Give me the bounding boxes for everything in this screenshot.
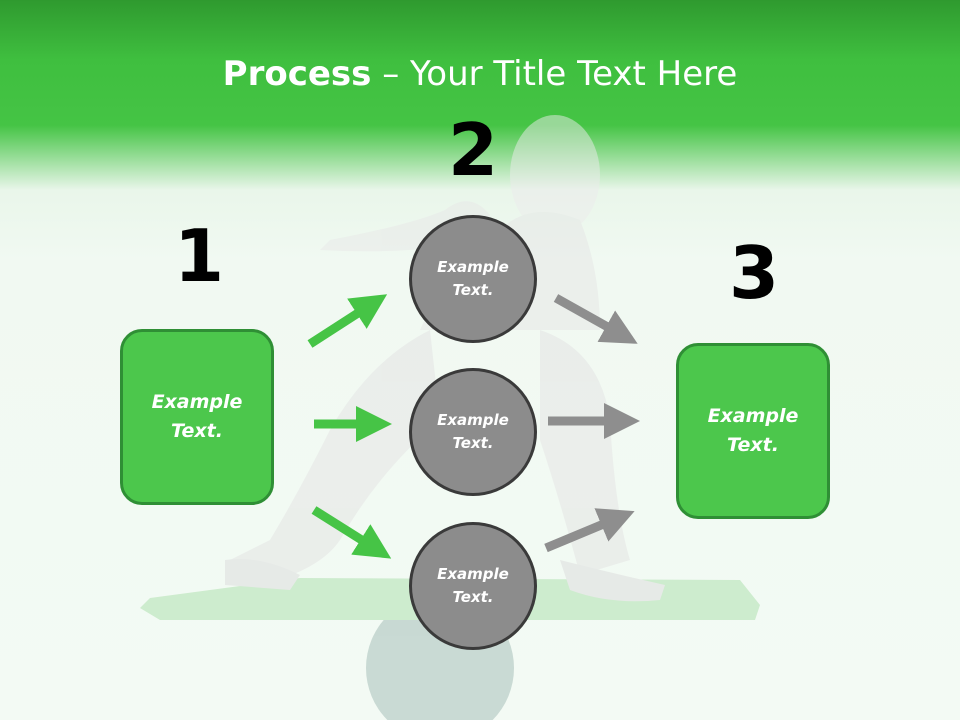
step-number-3: 3 (728, 231, 780, 315)
circle-text-line1: Example (437, 258, 509, 276)
title-separator: – (371, 54, 411, 94)
step-number-1: 1 (173, 214, 225, 298)
slide-title: Process – Your Title Text Here (0, 48, 960, 100)
title-bold: Process (222, 54, 372, 94)
step-3-box[interactable]: Example Text. (676, 343, 830, 519)
title-text: Your Title Text Here (410, 54, 738, 94)
arrow-gray-up (544, 508, 635, 553)
box-text-line2: Text. (727, 434, 779, 456)
circle-text-line1: Example (437, 565, 509, 583)
step-2-circle-bottom[interactable]: Example Text. (409, 522, 537, 650)
circle-text-line2: Text. (452, 588, 494, 606)
circle-text-line2: Text. (452, 434, 494, 452)
step-2-circle-top[interactable]: Example Text. (409, 215, 537, 343)
step-number-2: 2 (447, 108, 499, 192)
step-2-circle-middle[interactable]: Example Text. (409, 368, 537, 496)
box-text-line1: Example (151, 391, 243, 413)
circle-text-line2: Text. (452, 281, 494, 299)
box-text-line2: Text. (171, 420, 223, 442)
arrow-gray-down (553, 294, 638, 344)
box-text-line1: Example (707, 405, 799, 427)
arrow-green-up (307, 294, 388, 348)
arrow-green-down (311, 506, 392, 559)
step-1-box[interactable]: Example Text. (120, 329, 274, 505)
circle-text-line1: Example (437, 411, 509, 429)
